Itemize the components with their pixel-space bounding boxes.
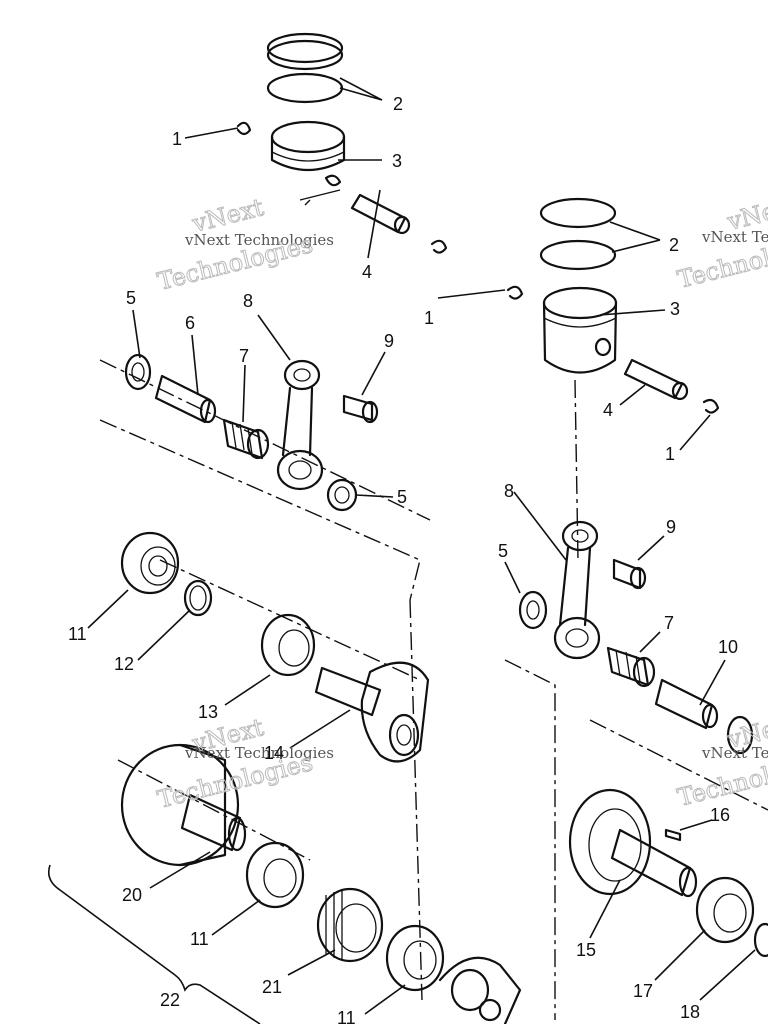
watermark-top-right: vNext vNext Technologies Technologies <box>674 191 768 295</box>
piston-pin-left <box>299 174 411 235</box>
callout-11-b: 11 <box>190 929 209 949</box>
watermark-top-left: vNext vNext Technologies Technologies <box>154 193 334 297</box>
part-18 <box>753 922 768 958</box>
watermark-mid-right: vNext vNext Technologies Technologies <box>674 709 768 813</box>
bearing-13 <box>260 613 316 677</box>
piston-rings-right <box>539 197 617 271</box>
callout-2-a: 2 <box>393 94 403 114</box>
washer-12 <box>183 579 213 617</box>
callout-8-b: 8 <box>504 481 514 501</box>
bearing-11-left-a <box>120 531 180 595</box>
seal-5-left-b <box>326 478 358 512</box>
callout-9-b: 9 <box>666 517 676 537</box>
callout-12: 12 <box>114 654 134 674</box>
callout-7-a: 7 <box>239 346 249 366</box>
seal-5-right <box>518 590 548 630</box>
watermark-mid-left: vNext vNext Technologies Technologies <box>154 713 334 815</box>
callout-9-a: 9 <box>384 331 394 351</box>
sleeve-10 <box>654 678 719 730</box>
circlip-right-b <box>702 398 720 414</box>
key-16 <box>664 828 682 842</box>
svg-text:vNext Technologies: vNext Technologies <box>184 744 334 762</box>
piston-left <box>270 120 346 171</box>
callout-8-a: 8 <box>243 291 253 311</box>
callout-11-c: 11 <box>337 1008 356 1024</box>
callout-labels: 1 2 3 4 1 2 3 4 1 5 6 7 8 9 5 11 12 13 1… <box>68 94 738 1024</box>
svg-text:vNext Technologies: vNext Technologies <box>701 228 768 246</box>
centerlines <box>99 199 768 1020</box>
sleeve-6 <box>154 374 217 424</box>
needle-bearing-7-right <box>606 646 656 688</box>
callout-5-c: 5 <box>498 541 508 561</box>
callout-7-b: 7 <box>664 613 674 633</box>
callout-3-a: 3 <box>392 151 402 171</box>
svg-text:vNext Technologies: vNext Technologies <box>184 231 334 249</box>
callout-16: 16 <box>710 805 730 825</box>
callout-20: 20 <box>122 885 142 905</box>
circlip-right-a <box>506 285 524 300</box>
callout-18: 18 <box>680 1002 700 1022</box>
callout-21: 21 <box>262 977 282 997</box>
callout-5-b: 5 <box>397 487 407 507</box>
callout-14: 14 <box>264 743 284 763</box>
callout-1-c: 1 <box>665 444 675 464</box>
callout-4-a: 4 <box>362 262 372 282</box>
callout-1-b: 1 <box>424 308 434 328</box>
seal-right-edge <box>726 715 754 755</box>
callout-5-a: 5 <box>126 288 136 308</box>
bearing-11-left-c <box>385 924 445 992</box>
bracket-22 <box>47 864 261 1024</box>
callout-15: 15 <box>576 940 596 960</box>
svg-text:vNext Technologies: vNext Technologies <box>701 744 768 762</box>
crank-half-14 <box>314 661 430 763</box>
callout-17: 17 <box>633 981 653 1001</box>
flywheel-20 <box>120 743 247 867</box>
seal-5-left-a <box>124 353 152 391</box>
callout-6: 6 <box>185 313 195 333</box>
bearing-11-left-b <box>245 841 305 909</box>
callout-4-b: 4 <box>603 400 613 420</box>
needle-bearing-7-left <box>222 418 270 460</box>
callout-3-b: 3 <box>670 299 680 319</box>
bearing-9-right <box>612 558 647 590</box>
callout-22: 22 <box>160 990 180 1010</box>
callout-1-a: 1 <box>172 129 182 149</box>
piston-pin-right <box>623 358 689 401</box>
labyrinth-seal-21 <box>316 887 384 963</box>
crankshaft-15 <box>568 788 698 898</box>
crank-half-bottom <box>438 956 522 1024</box>
piston-right <box>542 286 618 374</box>
callout-2-b: 2 <box>669 235 679 255</box>
circlip-left-top <box>236 121 252 136</box>
callout-13: 13 <box>198 702 218 722</box>
leader-lines <box>87 77 756 1015</box>
connecting-rod-8-right <box>553 520 601 660</box>
callout-10: 10 <box>718 637 738 657</box>
piston-rings-left <box>266 32 344 104</box>
callout-11-a: 11 <box>68 624 87 644</box>
connecting-rod-8-left <box>276 359 324 491</box>
bearing-17 <box>695 876 755 944</box>
circlip-left-mid <box>430 239 448 254</box>
bearing-9-left <box>342 394 379 424</box>
